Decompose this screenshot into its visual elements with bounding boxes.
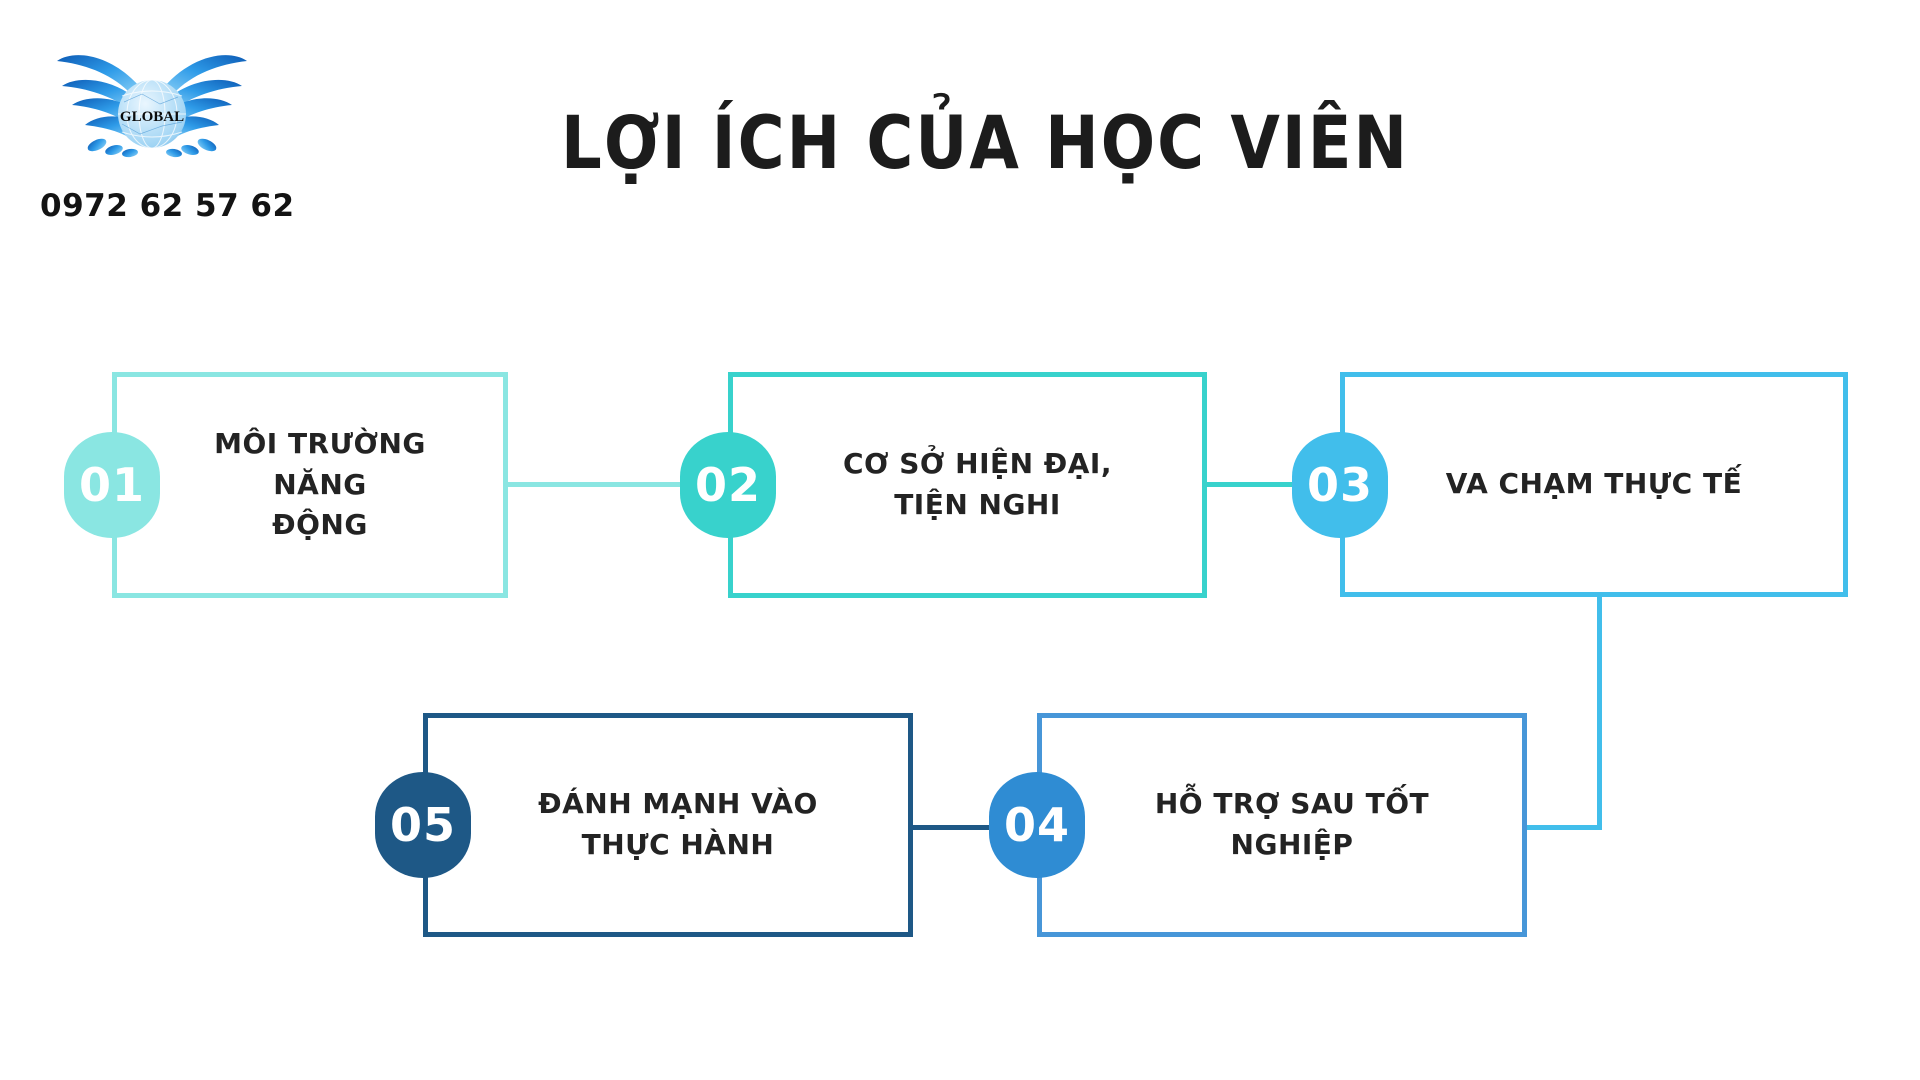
brand-logo: GLOBAL [52, 42, 252, 192]
benefit-box-04: 04 HỖ TRỢ SAU TỐT NGHIỆP [989, 713, 1527, 937]
step-number: 01 [78, 458, 145, 512]
winged-globe-logo-icon: GLOBAL [57, 55, 247, 158]
step-badge-02: 02 [680, 432, 776, 538]
benefit-box-03: 03 VA CHẠM THỰC TẾ [1292, 372, 1848, 597]
benefit-label: ĐÁNH MẠNH VÀO THỰC HÀNH [538, 787, 818, 861]
benefit-label: MÔI TRƯỜNG NĂNG ĐỘNG [214, 427, 426, 542]
benefit-label: CƠ SỞ HIỆN ĐẠI, TIỆN NGHI [843, 447, 1112, 521]
step-badge-05: 05 [375, 772, 471, 878]
step-badge-04: 04 [989, 772, 1085, 878]
step-number: 04 [1003, 798, 1070, 852]
step-number: 05 [389, 798, 456, 852]
step-number: 02 [694, 458, 761, 512]
connector-02-03 [1207, 482, 1294, 487]
benefit-box-01: 01 MÔI TRƯỜNG NĂNG ĐỘNG [64, 372, 508, 598]
page-title: LỢI ÍCH CỦA HỌC VIÊN [561, 102, 1409, 187]
step-number: 03 [1306, 457, 1373, 512]
connector-03-04-vertical [1597, 595, 1602, 830]
logo-text: GLOBAL [120, 109, 184, 125]
benefit-box-02: 02 CƠ SỞ HIỆN ĐẠI, TIỆN NGHI [680, 372, 1207, 598]
benefit-label: VA CHẠM THỰC TẾ [1445, 467, 1743, 501]
connector-03-04-horizontal [1527, 825, 1602, 830]
benefit-box-05: 05 ĐÁNH MẠNH VÀO THỰC HÀNH [375, 713, 913, 937]
step-badge-03: 03 [1292, 431, 1388, 538]
globe-icon: GLOBAL [118, 79, 186, 149]
benefit-label: HỖ TRỢ SAU TỐT NGHIỆP [1154, 787, 1430, 861]
connector-01-02 [508, 482, 682, 487]
connector-05-04 [913, 825, 992, 830]
brand-phone: 0972 62 57 62 [40, 188, 295, 224]
step-badge-01: 01 [64, 432, 160, 538]
